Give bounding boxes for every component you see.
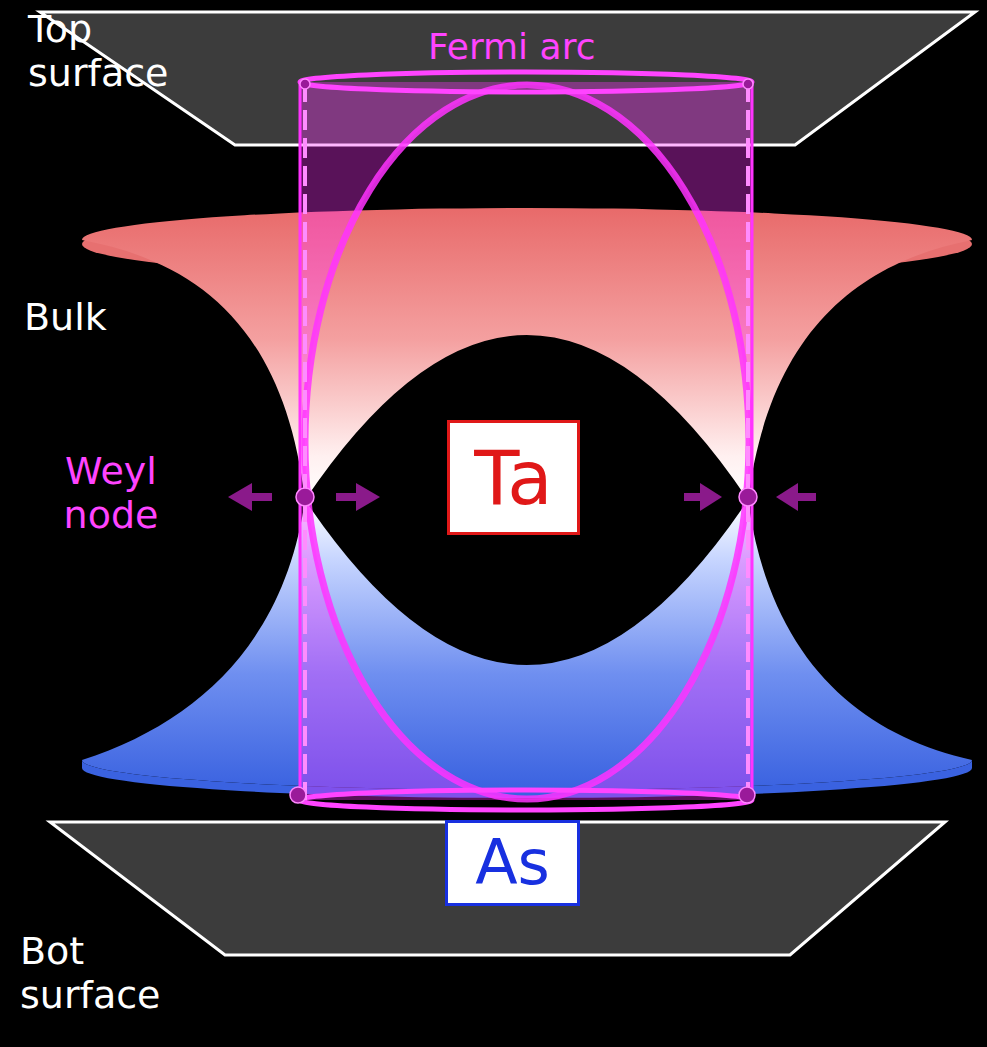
fermi-arc-loop (305, 85, 749, 799)
surface-label: Top surface (28, 8, 228, 95)
bottom-surface-plane (50, 822, 945, 955)
element-symbol: Ta (474, 441, 552, 515)
projection-dashed-line (746, 82, 750, 800)
element-symbol: As (475, 832, 550, 894)
fermi-arc-top (300, 72, 752, 92)
fermi-arc-bottom (300, 790, 752, 810)
fermi-arc-sheet (300, 82, 752, 800)
bulk-label: Bulk (24, 296, 107, 340)
element-box: Ta (447, 420, 580, 535)
surface-label: Bot surface (20, 930, 210, 1017)
weyl-node-label: Weyl node (26, 450, 196, 537)
fermi-arc-label: Fermi arc (424, 26, 599, 67)
top-surface-plane (40, 12, 975, 145)
lower-bulk-cone (82, 500, 972, 790)
sheet-edge (751, 82, 754, 800)
weyl-node-dots (290, 79, 757, 803)
projection-dashed-line (303, 82, 307, 800)
element-box: As (445, 820, 580, 906)
sheet-edge (299, 82, 302, 800)
